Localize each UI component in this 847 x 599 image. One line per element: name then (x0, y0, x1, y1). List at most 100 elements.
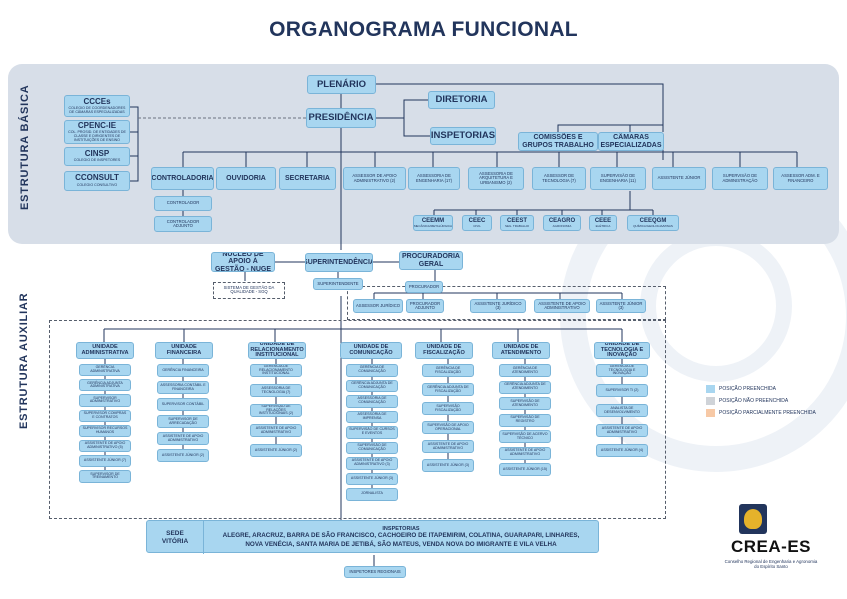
unit-position[interactable]: ASSESSORIA DE IMPRENSA (346, 410, 398, 423)
proc-item-assistente-junior[interactable]: ASSISTENTE JÚNIOR (3) (596, 299, 646, 313)
box-controladoria[interactable]: CONTROLADORIA (151, 167, 214, 190)
box-supervisao-administracao[interactable]: SUPERVISÃO DE ADMINISTRAÇÃO (712, 167, 768, 190)
unit-position[interactable]: SUPERVISOR COMPRAS E CONTRATOS (79, 409, 131, 422)
unit-position[interactable]: ASSISTENTE DE APOIO ADMINISTRATIVO (3) (346, 457, 398, 470)
unit-position[interactable]: ASSISTENTE DE APOIO ADMINISTRATIVO (157, 432, 209, 445)
unit-position[interactable]: ASSISTENTE JÚNIOR (2) (157, 449, 209, 462)
box-assessor-adm-financeiro[interactable]: ASSESSOR ADM. E FINANCEIRO (773, 167, 828, 190)
box-secretaria[interactable]: SECRETARIA (279, 167, 336, 190)
unit-position[interactable]: ASSISTENTE DE APOIO ADMINISTRATIVO (422, 440, 474, 453)
box-assessoria-engenharia[interactable]: ASSESSORIA DE ENGENHARIA (17) (408, 167, 460, 190)
box-superintendente[interactable]: SUPERINTENDENTE (313, 278, 363, 290)
unit-position[interactable]: ASSISTENTE JÚNIOR (3) (422, 459, 474, 472)
proc-item-assistente-juridico[interactable]: ASSISTENTE JURÍDICO (3) (470, 299, 526, 313)
proc-item-assessor-juridico[interactable]: ASSESSOR JURÍDICO (353, 299, 403, 313)
unit-position[interactable]: SUPERVISOR RECURSOS HUMANOS (79, 424, 131, 437)
unit-position[interactable]: ASSISTENTE DE APOIO ADMINISTRATIVO (250, 424, 302, 437)
box-controlador[interactable]: CONTROLADOR (154, 196, 212, 211)
unit-position[interactable]: GERÊNCIA DE FISCALIZAÇÃO (422, 364, 474, 377)
sede-box[interactable]: SEDE VITÓRIA INSPETORIAS ALEGRE, ARACRUZ… (146, 520, 599, 554)
unit-position[interactable]: ASSISTENTE JÚNIOR (4) (596, 444, 648, 457)
unit-position[interactable]: GERÊNCIA ADJUNTA DE COMUNICAÇÃO (346, 379, 398, 392)
unit-position[interactable]: SUPERVISÃO DE COMUNICAÇÃO (346, 441, 398, 454)
unit-position[interactable]: SUPERVISÃO DE ATENDIMENTO (499, 397, 551, 410)
unit-position[interactable]: SUPERVISÃO DE CURSOS E EVENTOS (346, 426, 398, 439)
unit-position[interactable]: ASSISTENTE JÚNIOR (2) (250, 444, 302, 457)
unit-position[interactable]: SUPERVISÃO DE RELAÇÕES INSTITUCIONAIS (2… (250, 404, 302, 417)
unit-position[interactable]: SUPERVISOR ADMINISTRATIVO (79, 394, 131, 407)
unit-header[interactable]: UNIDADE DE RELACIONAMENTO INSTITUCIONAL (248, 342, 306, 359)
unit-position[interactable]: ASSESSORIA DE TECNOLOGIA (7) (250, 384, 302, 397)
unit-position[interactable]: GERÊNCIA ADMINISTRATIVA (79, 364, 131, 377)
unit-header[interactable]: UNIDADE DE TECNOLOGIA E INOVAÇÃO (594, 342, 650, 359)
chamber-abbr: CEEC (468, 218, 486, 225)
unit-position[interactable]: ANALISTA DE DESENVOLVIMENTO (596, 404, 648, 417)
unit-header[interactable]: UNIDADE DE FISCALIZAÇÃO (415, 342, 473, 359)
unit-position[interactable]: ASSISTENTE JÚNIOR (15) (499, 463, 551, 476)
proc-item-assistente-apoio[interactable]: ASSISTENTE DE APOIO ADMINISTRATIVO (534, 299, 590, 313)
box-nucleo-nuge[interactable]: NÚCLEO DE APOIO À GESTÃO - NUGE (211, 252, 275, 272)
unit-position[interactable]: GERÊNCIA DE TECNOLOGIA E INOVAÇÃO (596, 364, 648, 377)
unit-position[interactable]: ASSISTENTE DE APOIO ADMINISTRATIVO (5) (79, 440, 131, 453)
box-controlador-adjunto[interactable]: CONTROLADOR ADJUNTO (154, 216, 212, 232)
unit-position[interactable]: ASSISTENTE JÚNIOR (7) (79, 455, 131, 468)
unit-header[interactable]: UNIDADE DE COMUNICAÇÃO (340, 342, 402, 359)
box-plenario[interactable]: PLENÁRIO (307, 75, 376, 94)
box-procuradoria-geral[interactable]: PROCURADORIA GERAL (399, 251, 463, 270)
unit-position[interactable]: SUPERVISÃO DE REGISTRO (499, 413, 551, 427)
unit-position[interactable]: GERÊNCIA DE RELACIONAMENTO INSTITUCIONAL (250, 364, 302, 377)
unit-position[interactable]: ASSISTENTE DE APOIO ADMINISTRATIVO (499, 446, 551, 460)
unit-position[interactable]: JORNALISTA (346, 488, 398, 501)
unit-position[interactable]: SUPERVISÃO FISCALIZAÇÃO (422, 402, 474, 415)
box-assessoria-tecnologia[interactable]: ASSESSOR DE TECNOLOGIA (7) (532, 167, 586, 190)
unit-position[interactable]: GERÊNCIA ADJUNTA ADMINISTRATIVA (79, 379, 131, 392)
unit-position[interactable]: SUPERVISOR DE TREINAMENTO (79, 470, 131, 483)
chamber-abbr: CEEST (506, 218, 527, 225)
unit-position[interactable]: ASSESSORIA DE COMUNICAÇÃO (346, 395, 398, 408)
unit-position[interactable]: SUPERVISÃO DE APOIO OPERACIONAL (422, 421, 474, 434)
box-inspetorias[interactable]: INSPETORIAS (430, 127, 496, 145)
box-sistema-gestao-sgq[interactable]: SISTEMA DE GESTÃO DA QUALIDADE - SGQ (223, 284, 275, 294)
unit-position[interactable]: ASSESSORIA CONTÁBIL E FINANCEIRA (157, 381, 209, 394)
unit-header[interactable]: UNIDADE DE ATENDIMENTO (492, 342, 550, 359)
box-superintendencia[interactable]: SUPERINTENDÊNCIA (305, 253, 373, 272)
box-supervisao-engenharia[interactable]: SUPERVISÃO DE ENGENHARIA (11) (590, 167, 646, 190)
unit-position[interactable]: SUPERVISOR CONTÁBIL (157, 398, 209, 411)
unit-position[interactable]: GERÊNCIA DE COMUNICAÇÃO (346, 364, 398, 377)
box-procurador[interactable]: PROCURADOR (405, 281, 443, 293)
proc-item-procurador-adjunto[interactable]: PROCURADOR ADJUNTO (406, 299, 444, 313)
box-assessoria-arquitetura[interactable]: ASSESSORIA DE ARQUITETURA E URBANISMO (2… (468, 167, 524, 190)
unit-position[interactable]: SUPERVISOR DE ARRECADAÇÃO (157, 415, 209, 428)
unit-position[interactable]: GERÊNCIA DE ATENDIMENTO (499, 364, 551, 377)
unit-position[interactable]: ASSISTENTE DE APOIO ADMINISTRATIVO (596, 424, 648, 437)
unit-position[interactable]: SUPERVISÃO DE ACERVO TÉCNICO (499, 430, 551, 443)
unit-header[interactable]: UNIDADE ADMINISTRATIVA (76, 342, 134, 359)
unit-position[interactable]: ASSISTENTE JÚNIOR (3) (346, 472, 398, 485)
unit-position[interactable]: GERÊNCIA ADJUNTA DE ATENDIMENTO (499, 380, 551, 394)
box-assistente-junior-basic[interactable]: ASSISTENTE JÚNIOR (652, 167, 706, 190)
sede-label: SEDE VITÓRIA (147, 521, 204, 554)
unit-position[interactable]: GERÊNCIA FINANCEIRA (157, 364, 209, 377)
box-assessor-apoio-admin[interactable]: ASSESSOR DE APOIO ADMINISTRATIVO (2) (343, 167, 406, 190)
unit-position[interactable]: SUPERVISOR TI (2) (596, 384, 648, 397)
unit-header[interactable]: UNIDADE FINANCEIRA (155, 342, 213, 359)
box-presidencia[interactable]: PRESIDÊNCIA (306, 108, 376, 128)
box-diretoria[interactable]: DIRETORIA (428, 91, 495, 109)
box-ouvidoria[interactable]: OUVIDORIA (216, 167, 276, 190)
box-inspetores-regionais[interactable]: INSPETORES REGIONAIS (344, 566, 406, 578)
box-comissoes[interactable]: COMISSÕES E GRUPOS TRABALHO (518, 132, 598, 151)
unit-position[interactable]: GERÊNCIA ADJUNTA DE FISCALIZAÇÃO (422, 383, 474, 396)
box-camaras[interactable]: CÂMARAS ESPECIALIZADAS (598, 132, 664, 151)
chamber-full-name: ELÉTRICA (595, 223, 611, 228)
